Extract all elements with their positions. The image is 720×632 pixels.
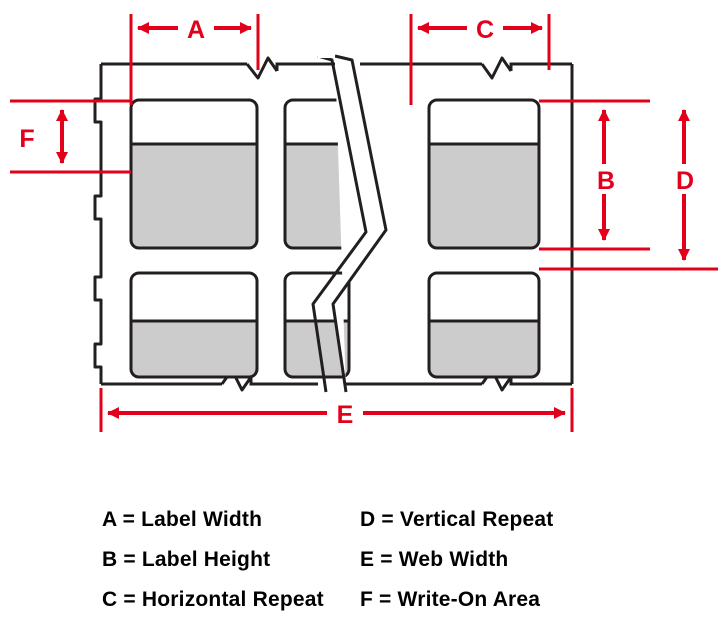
letter-f: F — [19, 125, 34, 153]
letter-c: C — [476, 16, 494, 44]
diagram-svg: A C F B D E — [10, 13, 718, 432]
legend-item-b: B = Label Height — [102, 548, 271, 571]
label-row1-col1 — [129, 98, 259, 250]
letter-d: D — [676, 167, 694, 195]
web-liner-outline — [93, 56, 574, 392]
legend-item-f: F = Write-On Area — [360, 588, 541, 611]
legend: A = Label Width D = Vertical Repeat B = … — [0, 500, 720, 632]
legend-item-e: E = Web Width — [360, 548, 509, 571]
label-row2-col1 — [129, 271, 259, 379]
legend-row: A = Label Width D = Vertical Repeat — [40, 500, 680, 540]
legend-item-c: C = Horizontal Repeat — [102, 588, 324, 611]
legend-row: B = Label Height E = Web Width — [40, 540, 680, 580]
letter-a: A — [187, 16, 205, 44]
break-zigzag — [311, 54, 388, 393]
label-dimension-diagram: A C F B D E — [10, 13, 718, 432]
legend-row: C = Horizontal Repeat F = Write-On Area — [40, 580, 680, 620]
extension-lines — [99, 14, 574, 432]
label-row1-col3 — [427, 98, 541, 250]
letter-e: E — [337, 401, 354, 429]
letter-b: B — [597, 167, 615, 195]
legend-item-a: A = Label Width — [102, 508, 263, 531]
legend-item-d: D = Vertical Repeat — [360, 508, 554, 531]
dimension-letters: A C F B D E — [19, 16, 694, 429]
label-backdrops — [10, 13, 702, 428]
label-row2-col3 — [427, 271, 541, 379]
